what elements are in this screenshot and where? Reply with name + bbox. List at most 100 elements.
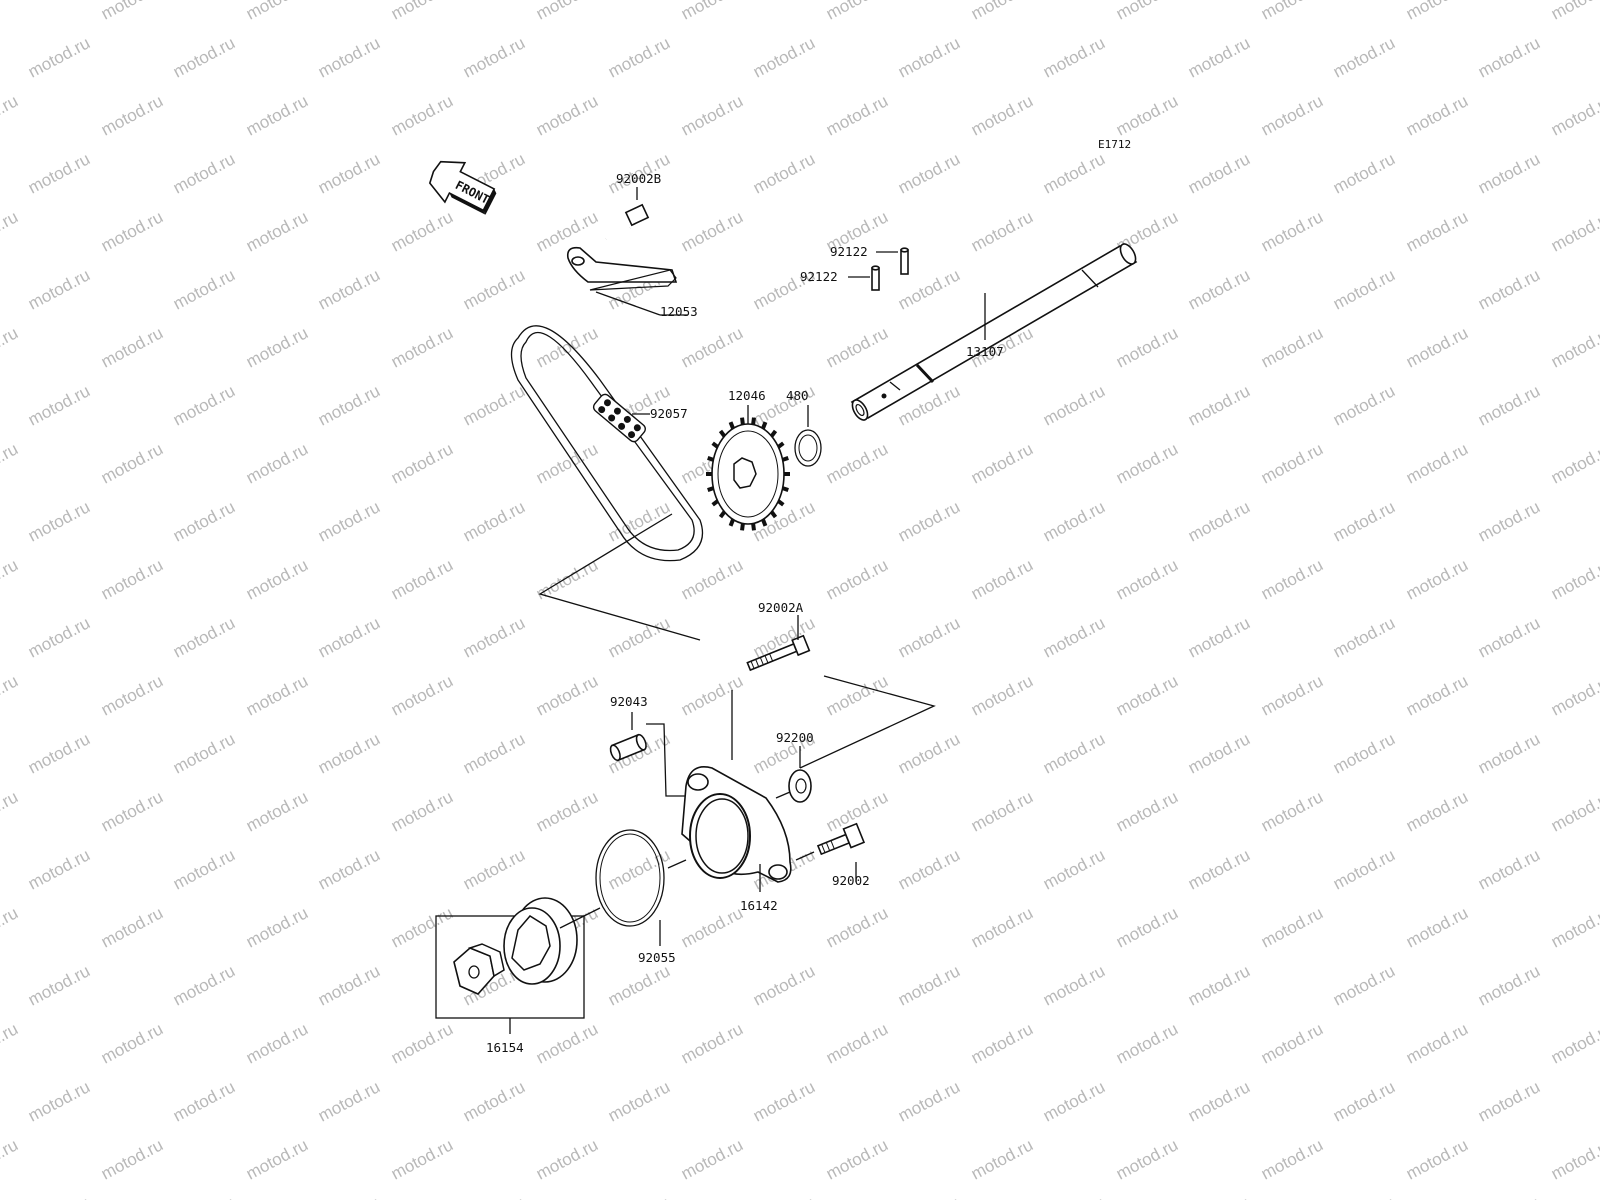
watermark-text: motod.ru xyxy=(170,149,238,197)
watermark-text: motod.ru xyxy=(605,613,673,661)
watermark-text: motod.ru xyxy=(1258,439,1326,487)
watermark-text: motod.ru xyxy=(1475,961,1543,1009)
watermark-text: motod.ru xyxy=(315,729,383,777)
front-arrow-icon: FRONT xyxy=(428,160,497,215)
sprocket-tooth xyxy=(718,429,727,438)
watermark-text: motod.ru xyxy=(1403,439,1471,487)
watermark-text: motod.ru xyxy=(388,439,456,487)
watermark-text: motod.ru xyxy=(243,439,311,487)
watermark-text: motod.ru xyxy=(0,91,21,139)
watermark-text: motod.ru xyxy=(1475,381,1543,429)
watermark-text: motod.ru xyxy=(968,1019,1036,1067)
watermark-text: motod.ru xyxy=(968,787,1036,835)
watermark-text: motod.ru xyxy=(388,903,456,951)
watermark-text: motod.ru xyxy=(678,1019,746,1067)
watermark-text: motod.ru xyxy=(1330,1077,1398,1125)
watermark-text: motod.ru xyxy=(25,33,93,81)
watermark-text: motod.ru xyxy=(1040,1193,1108,1200)
watermark-text: motod.ru xyxy=(1330,613,1398,661)
label-bolt: 92002 xyxy=(832,873,870,888)
watermark-text: motod.ru xyxy=(25,381,93,429)
sprocket-tooth xyxy=(777,441,785,449)
watermark-text: motod.ru xyxy=(1040,381,1108,429)
rotor-set-part xyxy=(435,897,601,1034)
watermark-text: motod.ru xyxy=(823,91,891,139)
watermark-text: motod.ru xyxy=(243,0,311,24)
sprocket-tooth xyxy=(761,421,768,430)
watermark-text: motod.ru xyxy=(1403,555,1471,603)
label-bolt-b: 92002B xyxy=(616,171,661,186)
watermark-text: motod.ru xyxy=(1113,903,1181,951)
sprocket-tooth xyxy=(707,486,715,492)
watermark-text: motod.ru xyxy=(1330,33,1398,81)
watermark-text: motod.ru xyxy=(243,207,311,255)
watermark-text: motod.ru xyxy=(1548,671,1600,719)
watermark-text: motod.ru xyxy=(605,33,673,81)
watermark-text: motod.ru xyxy=(1548,0,1600,24)
watermark-text: motod.ru xyxy=(1475,1193,1543,1200)
washer-part xyxy=(775,746,812,803)
watermark-text: motod.ru xyxy=(895,961,963,1009)
watermark-text: motod.ru xyxy=(1403,0,1471,24)
watermark-text: motod.ru xyxy=(388,1135,456,1183)
diagram-code: E1712 xyxy=(1098,138,1131,151)
watermark-text: motod.ru xyxy=(1040,33,1108,81)
watermark-text: motod.ru xyxy=(315,1193,383,1200)
watermark-text: motod.ru xyxy=(1040,1077,1108,1125)
watermark-text: motod.ru xyxy=(25,1077,93,1125)
watermark-text: motod.ru xyxy=(1330,729,1398,777)
shaft-part xyxy=(850,243,1138,421)
watermark-text: motod.ru xyxy=(1040,613,1108,661)
watermark-text: motod.ru xyxy=(315,1077,383,1125)
watermark-text: motod.ru xyxy=(170,265,238,313)
sprocket-tooth xyxy=(718,510,727,519)
watermark-text: motod.ru xyxy=(533,1019,601,1067)
watermark-text: motod.ru xyxy=(1548,1019,1600,1067)
watermark-text: motod.ru xyxy=(1113,555,1181,603)
sprocket-tooth xyxy=(751,417,756,425)
watermark-text: motod.ru xyxy=(170,613,238,661)
watermark-text: motod.ru xyxy=(388,555,456,603)
watermark-text: motod.ru xyxy=(98,1019,166,1067)
watermark-text: motod.ru xyxy=(1185,149,1253,197)
dowel-part xyxy=(609,712,688,797)
label-o-ring: 92055 xyxy=(638,950,676,965)
watermark-text: motod.ru xyxy=(1403,1019,1471,1067)
watermark-text: motod.ru xyxy=(1403,207,1471,255)
watermark-text: motod.ru xyxy=(243,1019,311,1067)
watermark-text: motod.ru xyxy=(25,265,93,313)
watermark-text: motod.ru xyxy=(1113,787,1181,835)
watermark-text: motod.ru xyxy=(243,903,311,951)
sprocket-tooth xyxy=(740,523,745,531)
chain-part xyxy=(510,325,704,562)
watermark-text: motod.ru xyxy=(1258,787,1326,835)
label-pin-upper: 92122 xyxy=(830,244,868,259)
watermark-text: motod.ru xyxy=(243,323,311,371)
watermark-text: motod.ru xyxy=(895,33,963,81)
watermark-text: motod.ru xyxy=(25,729,93,777)
watermark-text: motod.ru xyxy=(1185,33,1253,81)
watermark-text: motod.ru xyxy=(460,497,528,545)
watermark-text: motod.ru xyxy=(1185,613,1253,661)
watermark-text: motod.ru xyxy=(388,1019,456,1067)
watermark-text: motod.ru xyxy=(0,555,21,603)
watermark-text: motod.ru xyxy=(388,323,456,371)
watermark-text: motod.ru xyxy=(823,0,891,24)
label-rotor-set: 16154 xyxy=(486,1040,524,1055)
watermark-text: motod.ru xyxy=(98,555,166,603)
watermark-text: motod.ru xyxy=(678,671,746,719)
watermark-text: motod.ru xyxy=(1185,1077,1253,1125)
watermark-text: motod.ru xyxy=(750,1077,818,1125)
watermark-text: motod.ru xyxy=(895,497,963,545)
sprocket-tooth xyxy=(761,518,768,527)
watermark-text: motod.ru xyxy=(1548,787,1600,835)
watermark-text: motod.ru xyxy=(1258,1135,1326,1183)
leader-line-chain xyxy=(538,513,701,641)
pump-housing-part xyxy=(681,766,792,892)
watermark-text: motod.ru xyxy=(388,207,456,255)
watermark-text: motod.ru xyxy=(1475,729,1543,777)
label-sprocket: 12046 xyxy=(728,388,766,403)
watermark-text: motod.ru xyxy=(98,0,166,24)
watermark-text: motod.ru xyxy=(315,845,383,893)
watermark-text: motod.ru xyxy=(895,1077,963,1125)
